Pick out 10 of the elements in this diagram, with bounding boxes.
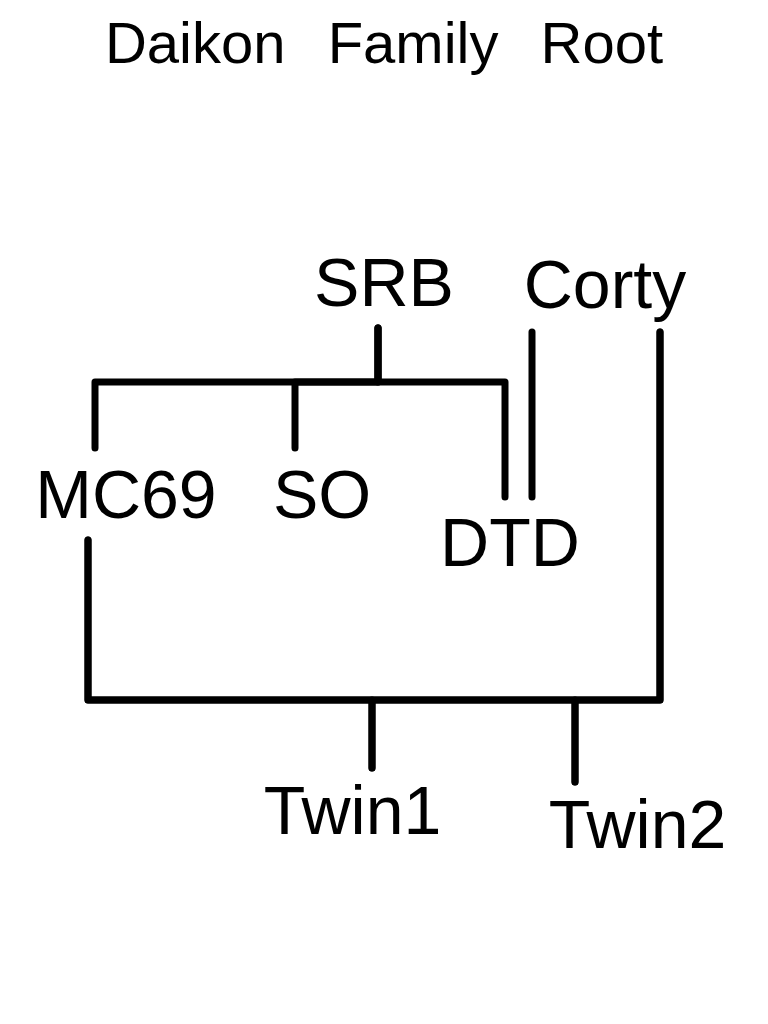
person-name: SO bbox=[272, 460, 372, 528]
person-name: Twin1 bbox=[263, 776, 442, 844]
family-line bbox=[571, 328, 664, 786]
person-name: Twin2 bbox=[548, 790, 727, 858]
person-name: SRB bbox=[314, 248, 454, 316]
family-line bbox=[374, 324, 509, 501]
family-line bbox=[528, 328, 536, 501]
diagram-title: Daikon Family Root bbox=[104, 10, 664, 75]
person-name: MC69 bbox=[35, 460, 217, 528]
person-name: DTD bbox=[440, 508, 580, 576]
